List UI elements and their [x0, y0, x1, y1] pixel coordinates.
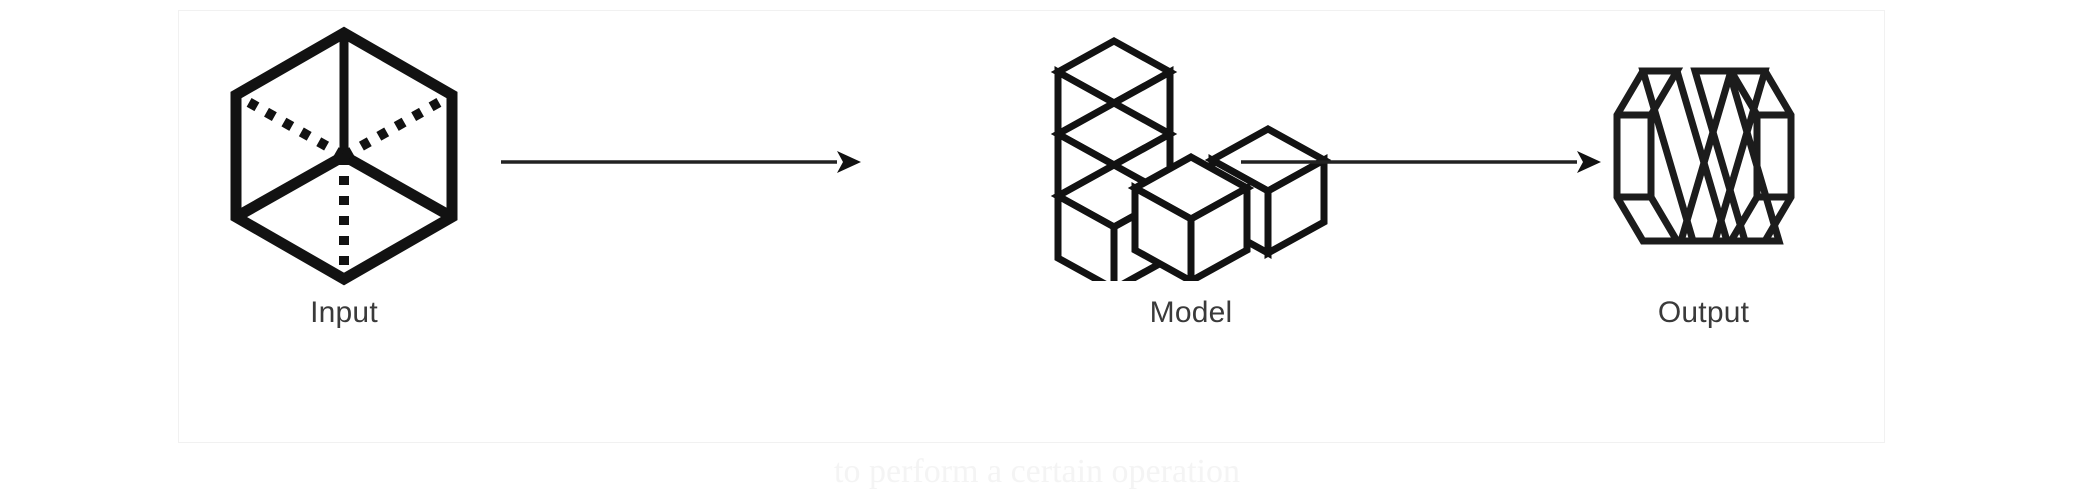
stage-model[interactable]: Model	[861, 11, 1521, 444]
stage-output[interactable]: Output	[1521, 11, 1886, 444]
partial-caption-text: to perform a certain operation	[834, 453, 1240, 490]
right-arrow-icon	[1241, 151, 1601, 173]
interlocking-woven-bars-icon	[1613, 67, 1794, 245]
stage-input[interactable]: Input	[179, 11, 509, 444]
arrow-input-model	[501, 131, 861, 191]
input-icon-wrap	[179, 11, 509, 301]
hexagon-cube-outline-icon	[230, 26, 458, 286]
stage-label-input: Input	[310, 296, 378, 329]
arrow-model-output	[1241, 131, 1601, 191]
stage-label-output: Output	[1657, 296, 1750, 329]
cube-center-lower	[1127, 152, 1255, 281]
stage-label-model: Model	[1149, 296, 1233, 329]
pipeline-card: Input	[178, 10, 1885, 443]
model-icon-wrap	[861, 11, 1521, 301]
output-icon-wrap	[1521, 11, 1886, 301]
right-arrow-icon	[501, 151, 861, 173]
stacked-isometric-cubes-icon	[1050, 36, 1332, 281]
